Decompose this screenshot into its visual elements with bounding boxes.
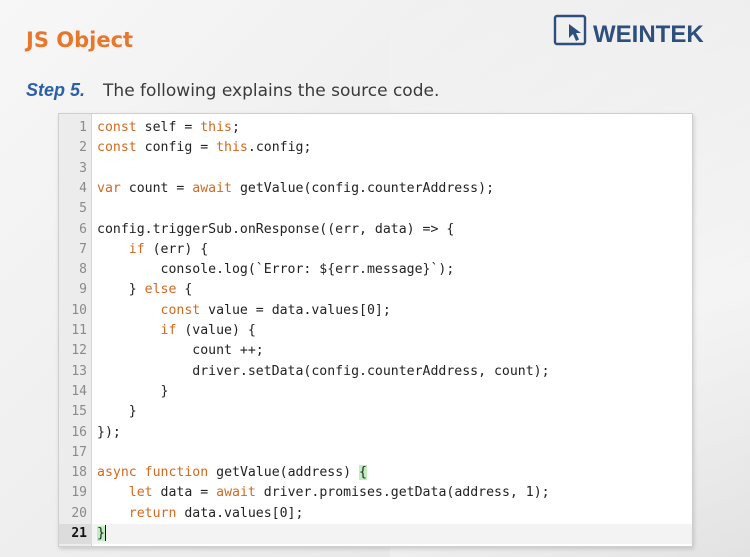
line-number: 14: [71, 383, 87, 399]
code-line: 14 }: [59, 382, 692, 402]
line-number: 20: [71, 505, 87, 521]
code-line: 10 const value = data.values[0];: [59, 301, 692, 321]
code-line: 19 let data = await driver.promises.getD…: [59, 483, 692, 503]
code-text: config.triggerSub.onResponse((err, data)…: [97, 221, 455, 237]
code-text: });: [97, 424, 121, 440]
line-number-gutter: [59, 114, 92, 546]
code-text: console.log(`Error: ${err.message}`);: [97, 262, 455, 278]
line-number: 6: [79, 221, 87, 237]
code-line: 18 async function getValue(address) {: [59, 463, 692, 483]
code-line: 21}: [59, 524, 692, 545]
code-text: count ++;: [97, 343, 264, 359]
weintek-logo-icon: WEINTEK: [553, 14, 704, 48]
line-number: 18: [71, 465, 87, 481]
page-title: JS Object: [26, 28, 134, 52]
line-number: 2: [79, 140, 87, 156]
code-line: 20 return data.values[0];: [59, 504, 692, 524]
code-line: 12 count ++;: [59, 341, 692, 361]
code-line: 11 if (value) {: [59, 321, 692, 341]
code-line: 17: [59, 443, 692, 463]
line-number: 17: [71, 444, 87, 460]
line-number: 12: [71, 343, 87, 359]
code-line: 1 const self = this;: [59, 118, 692, 138]
line-number: 16: [71, 424, 87, 440]
code-editor[interactable]: 1 const self = this; 2 const config = this.…: [58, 113, 693, 547]
line-number: 4: [79, 180, 87, 196]
line-number: 11: [71, 323, 87, 338]
code-text: const self = this;: [97, 120, 240, 135]
code-line: 7 if (err) {: [59, 240, 692, 260]
code-text: if (err) {: [128, 241, 209, 257]
code-text: async function getValue(address) {: [97, 465, 367, 481]
step-number: Step 5.: [26, 80, 86, 100]
code-text: if (value) {: [160, 323, 256, 338]
code-line: 9 } else {: [59, 280, 692, 300]
line-number: 13: [71, 363, 87, 379]
code-text: return data.values[0];: [128, 505, 304, 521]
code-line: 3: [59, 159, 692, 179]
code-line: 6 config.triggerSub.onResponse((err, data…: [59, 220, 692, 240]
line-number: 15: [71, 404, 87, 420]
code-text: }: [97, 383, 169, 399]
code-text: }: [97, 525, 106, 541]
code-text: driver.setData(config.counterAddress, co…: [97, 363, 550, 379]
code-text: let data = await driver.promises.getData…: [128, 485, 550, 501]
code-line: 16});: [59, 423, 692, 443]
logo-text: WEINTEK: [593, 21, 704, 48]
line-number: 21: [59, 524, 92, 545]
code-line: 4 var count = await getValue(config.count…: [59, 179, 692, 199]
step-text: The following explains the source code.: [103, 81, 440, 101]
line-number: 5: [79, 201, 87, 217]
code-line: 13 driver.setData(config.counterAddress,…: [59, 362, 692, 382]
line-number: 10: [71, 302, 87, 318]
line-number: 9: [79, 282, 87, 298]
line-number: 3: [79, 160, 87, 176]
code-line: 2 const config = this.config;: [59, 138, 692, 158]
code-text: }: [97, 404, 137, 420]
code-text: const value = data.values[0];: [160, 302, 391, 318]
line-number: 19: [71, 485, 87, 501]
code-line: 5: [59, 199, 692, 219]
code-line: 15 }: [59, 402, 692, 422]
weintek-logo: WEINTEK: [553, 12, 731, 52]
code-line: 8 console.log(`Error: ${err.message}`);: [59, 260, 692, 280]
line-number: 8: [79, 262, 87, 278]
code-text: var count = await getValue(config.counte…: [97, 180, 495, 196]
code-text: const config = this.config;: [97, 140, 312, 156]
code-text: } else {: [97, 282, 193, 298]
line-number: 1: [79, 120, 87, 135]
line-number: 7: [79, 241, 87, 257]
step-instruction: Step 5. The following explains the source…: [26, 80, 439, 101]
